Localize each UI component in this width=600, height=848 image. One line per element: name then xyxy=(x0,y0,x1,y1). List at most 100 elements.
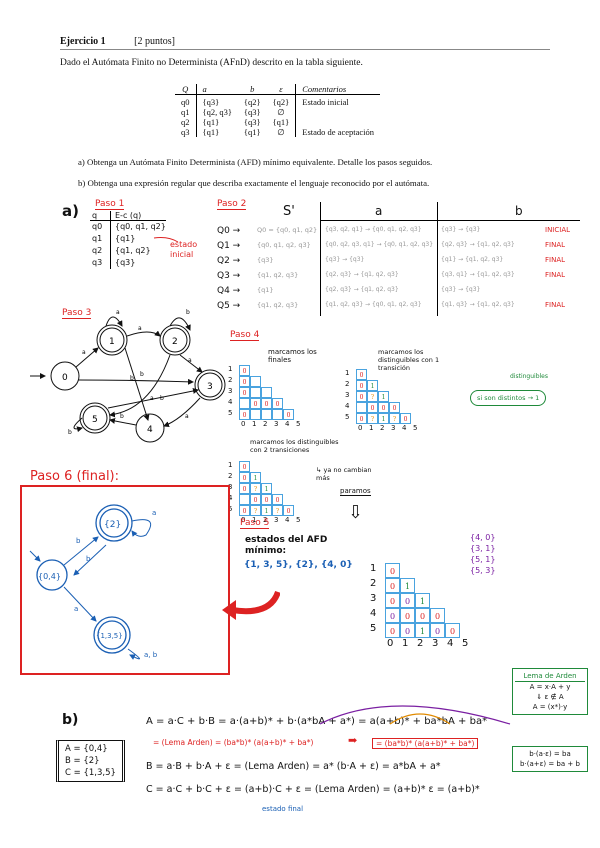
paso4-step3: marcamos los distinguibles con 2 transic… xyxy=(250,438,339,454)
nfa-cell: ∅ xyxy=(277,107,285,117)
p6-label-self-2: a xyxy=(152,509,156,517)
grid-col-label: 5 xyxy=(296,420,301,428)
question-b: b) Obtenga una expresión regular que des… xyxy=(78,178,430,188)
paso5-group-1: {3, 1} xyxy=(470,544,496,553)
arden-3: A = (x*)·y xyxy=(532,703,568,711)
grid-col-label: 4 xyxy=(402,424,407,432)
grid-col-label: 3 xyxy=(274,516,279,524)
grid-col-label: 4 xyxy=(285,420,290,428)
part-b-label: b) xyxy=(62,712,79,728)
paso2-row-b: {q3} → {q3} xyxy=(441,226,481,233)
grid-col-label: 3 xyxy=(274,420,279,428)
grid-col-label: 0 xyxy=(387,638,394,649)
nfa-cell: {q1} xyxy=(243,127,261,137)
eq3: C = a·C + b·C + ε = (a+b)·C + ε = (Lema … xyxy=(146,784,480,795)
grid-cell xyxy=(239,398,250,409)
p6-label-a: a xyxy=(74,605,78,613)
paso4-step1: marcamos los finales xyxy=(268,348,317,364)
paso2-row-set: {q1, q2, q3} xyxy=(257,271,299,279)
grid-col-label: 0 xyxy=(358,424,363,432)
grid-cell: 0 xyxy=(400,623,415,638)
grid-cell: ? xyxy=(367,413,378,424)
eq2: B = a·B + b·A + ε = (Lema Arden) = a* (b… xyxy=(146,761,441,772)
nfa-cell: q2 xyxy=(181,117,190,127)
p3-edge-label-3: b xyxy=(130,375,134,382)
grid-cell xyxy=(250,387,261,398)
grid-row-label: 2 xyxy=(228,376,233,384)
arden-title: Lema de Arden xyxy=(515,671,585,682)
paso1-row: q0{q0, q1, q2} xyxy=(90,221,166,233)
grid-cell: 0 xyxy=(385,593,400,608)
grid-row-label: 1 xyxy=(345,369,350,377)
grid-cell: ? xyxy=(389,413,400,424)
grid-row-label: 4 xyxy=(228,494,233,502)
grid-col-label: 1 xyxy=(252,420,257,428)
p3-edge-label-8: a xyxy=(185,413,189,420)
grid-row-label: 5 xyxy=(345,413,350,421)
paso1-table: q E-c (q) q0{q0, q1, q2}q1{q1}q2{q1, q2}… xyxy=(90,211,166,269)
paso2-col-b: b xyxy=(515,204,523,218)
grid-row-label: 2 xyxy=(370,578,377,589)
grid-row-label: 5 xyxy=(228,409,233,417)
grid-cell: 0 xyxy=(239,387,250,398)
part-b-arcs xyxy=(319,705,511,725)
paso2-row-set: {q3} xyxy=(257,256,274,264)
nfa-cell: q3 xyxy=(181,127,190,137)
grid-cell: 0 xyxy=(283,505,294,516)
grid-col-label: 3 xyxy=(432,638,439,649)
paso2-row-a: {q3, q2, q1} → {q0, q1, q2, q3} xyxy=(325,226,422,233)
paso5-groups: {4, 0}{3, 1}{5, 1}{5, 3} xyxy=(470,532,495,576)
paso1-note: estado inicial xyxy=(170,240,198,259)
p3-state-2: 2 xyxy=(172,337,178,347)
grid-cell: 1 xyxy=(415,593,430,608)
nfa-cell: ∅ xyxy=(277,127,285,137)
paso5-label: estados del AFD mínimo: xyxy=(245,535,328,556)
grid-cell: 0 xyxy=(239,365,250,376)
rule-1: b·(a·ε) = ba xyxy=(529,750,571,758)
grid-col-label: 2 xyxy=(380,424,385,432)
grid-col-label: 5 xyxy=(462,638,469,649)
grid-col-label: 4 xyxy=(285,516,290,524)
paso2-row-a: {q2, q3} → {q1, q2, q3} xyxy=(325,271,399,278)
grid-cell xyxy=(356,402,367,413)
nfa-cell: q0 xyxy=(181,97,190,107)
paso1-col-q: q xyxy=(90,211,111,220)
grid-row-label: 3 xyxy=(228,483,233,491)
grid-col-label: 3 xyxy=(391,424,396,432)
paso1-state: q3 xyxy=(90,257,111,269)
grid-cell: 0 xyxy=(385,608,400,623)
grid-cell: 0 xyxy=(445,623,460,638)
p3-edge-label-0: a xyxy=(82,349,86,356)
paso1-closure: {q0, q1, q2} xyxy=(115,222,166,231)
paso1-row: q1{q1} xyxy=(90,233,166,245)
p3-state-1: 1 xyxy=(109,337,115,347)
p3-edge-label-4: a xyxy=(116,309,120,316)
paso2-row-b: {q3, q1} → {q1, q2, q3} xyxy=(441,271,515,278)
p3-edge-label-5: b xyxy=(186,309,190,316)
paso5-title: Paso 5 xyxy=(240,518,270,529)
paso2-row-state: Q1 → xyxy=(217,241,241,251)
final-note: estado final xyxy=(262,805,304,813)
nfa-header-2: b xyxy=(237,84,267,95)
p3-edge-label-1: b xyxy=(140,371,144,378)
paso2-col-s: S' xyxy=(283,204,295,219)
paso3-graph: 0 1 2 3 4 5 a b a b a b a b a b a b xyxy=(30,309,226,443)
paso2-row-tag: FINAL xyxy=(545,271,566,279)
paso2-row-tag: FINAL xyxy=(545,301,566,309)
grid-cell: 0 xyxy=(378,402,389,413)
p6-label-b2: b xyxy=(86,555,91,563)
grid-cell: 0 xyxy=(283,409,294,420)
paso2-col-a: a xyxy=(375,204,383,218)
grid-cell: 1 xyxy=(378,391,389,402)
p3-edge-label-7: b xyxy=(160,395,164,402)
paso2-row-set: {q1, q2, q3} xyxy=(257,301,299,309)
nfa-header-0: Q xyxy=(175,84,196,95)
grid-cell: ? xyxy=(250,483,261,494)
grid-cell: 0 xyxy=(261,398,272,409)
paso4-note-stop: paramos xyxy=(340,487,371,496)
grid-cell: 0 xyxy=(430,608,445,623)
paso2-row-set: {q0, q1, q2, q3} xyxy=(257,241,311,249)
grid-row-label: 3 xyxy=(345,391,350,399)
paso2-row-tag: INICIAL xyxy=(545,226,571,234)
